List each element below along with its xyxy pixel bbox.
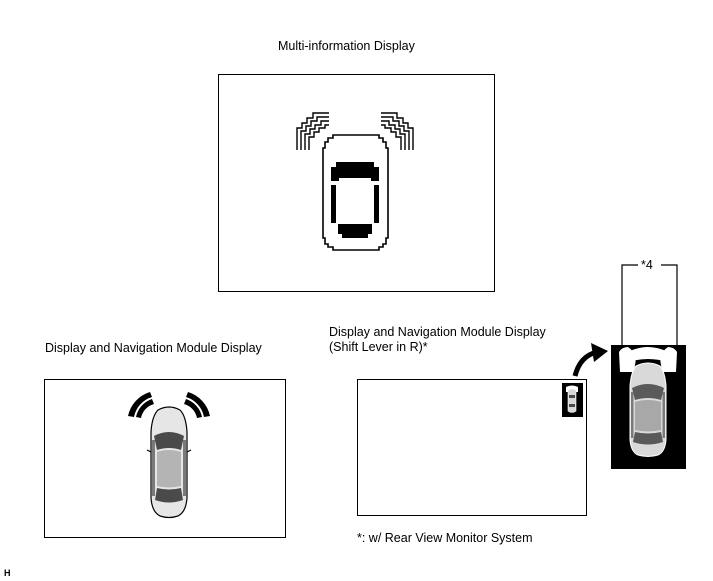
mid-sensor-right-icon — [381, 112, 414, 150]
figure-code: H — [4, 568, 11, 578]
nav-right-title-line1: Display and Navigation Module Display — [329, 325, 546, 339]
footnote-text: *: w/ Rear View Monitor System — [357, 531, 533, 545]
callout-label: *4 — [641, 258, 653, 272]
nav-left-car-side-left — [152, 440, 155, 496]
nav-left-title: Display and Navigation Module Display — [45, 341, 262, 355]
nav-left-car-rear-window — [155, 488, 183, 503]
nav-left-sensor-left-icon — [128, 392, 154, 418]
nav-left-sensor-right-icon — [184, 392, 210, 418]
nav-left-car-side-right — [183, 440, 186, 496]
mid-car-side-left — [331, 185, 336, 223]
nav-right-display — [357, 379, 587, 516]
mid-car-windshield — [331, 162, 379, 181]
mid-car-rear-window — [338, 224, 372, 238]
nav-left-car-roof — [157, 450, 181, 488]
mid-sensor-left-icon — [296, 112, 329, 150]
nav-left-car-windshield — [154, 432, 184, 450]
multi-info-title: Multi-information Display — [278, 39, 415, 53]
mid-car-side-right — [374, 185, 379, 223]
nav-right-title-line2: (Shift Lever in R)* — [329, 340, 428, 354]
